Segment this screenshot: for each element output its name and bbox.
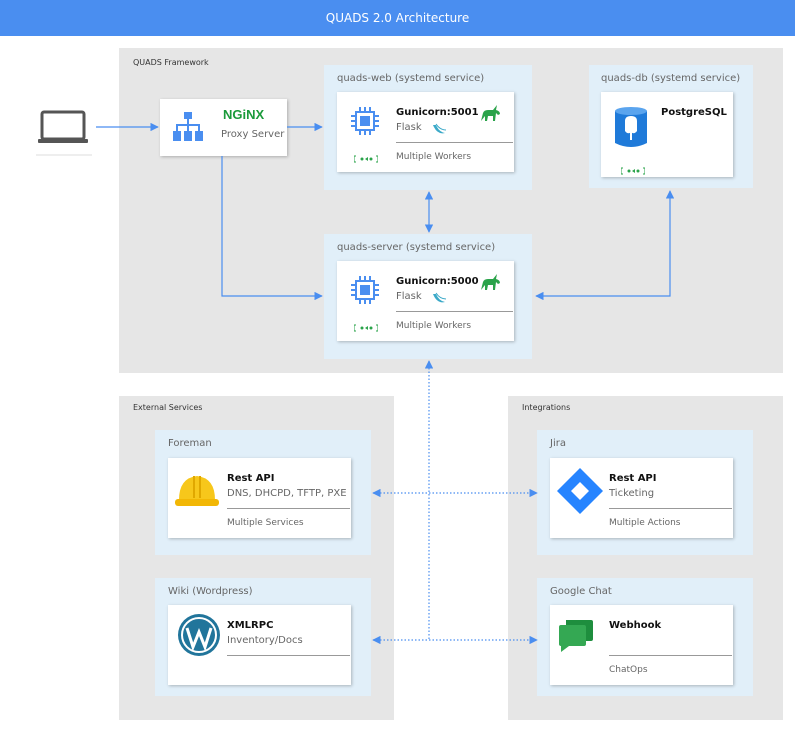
proxy-server-card: NGiNX Proxy Server [160, 99, 287, 156]
network-port-icon [353, 317, 379, 336]
gchat-title: Webhook [609, 620, 662, 631]
gchat-foot: ChatOps [609, 665, 648, 675]
divider [396, 142, 513, 143]
postgresql-card: PostgreSQL [601, 92, 733, 177]
service-label-foreman: Foreman [168, 438, 212, 449]
workers-label-server: Multiple Workers [396, 321, 472, 331]
gunicorn-web-card: Gunicorn:5001 Flask Multiple Workers [337, 92, 514, 172]
nginx-logo: NGiNX [223, 107, 265, 122]
flask-icon [431, 121, 447, 140]
jira-card: Rest API Ticketing Multiple Actions [550, 458, 733, 538]
laptop-icon [34, 100, 94, 156]
divider [609, 508, 732, 509]
proxy-label: Proxy Server [221, 129, 285, 140]
divider [227, 508, 350, 509]
jira-foot: Multiple Actions [609, 518, 681, 528]
gunicorn-server-card: Gunicorn:5000 Flask Multiple Workers [337, 261, 514, 341]
group-label-framework: QUADS Framework [133, 58, 209, 67]
foreman-title: Rest API [227, 473, 275, 484]
jira-sub: Ticketing [609, 488, 655, 499]
foreman-sub: DNS, DHCPD, TFTP, PXE [227, 488, 347, 499]
foreman-foot: Multiple Services [227, 518, 304, 528]
google-chat-icon [558, 619, 594, 657]
divider [396, 311, 513, 312]
postgresql-db-icon [613, 105, 649, 155]
google-chat-card: Webhook ChatOps [550, 605, 733, 685]
network-port-icon [620, 160, 646, 179]
wordpress-icon [177, 613, 221, 661]
service-label-web: quads-web (systemd service) [337, 73, 485, 84]
service-label-jira: Jira [550, 438, 566, 449]
jira-title: Rest API [609, 473, 657, 484]
service-label-gchat: Google Chat [550, 586, 612, 597]
cpu-chip-icon [349, 105, 381, 141]
service-label-wiki: Wiki (Wordpress) [168, 586, 253, 597]
flask-label-server: Flask [396, 291, 422, 302]
gunicorn-server-title: Gunicorn:5000 [396, 276, 479, 287]
wiki-title: XMLRPC [227, 620, 274, 631]
divider [609, 655, 732, 656]
flask-icon [431, 290, 447, 309]
gunicorn-unicorn-icon [478, 272, 502, 296]
foreman-card: Rest API DNS, DHCPD, TFTP, PXE Multiple … [168, 458, 351, 538]
load-balancer-icon [172, 111, 204, 147]
workers-label-web: Multiple Workers [396, 152, 472, 162]
network-port-icon [353, 148, 379, 167]
group-label-external: External Services [133, 403, 203, 412]
service-label-server: quads-server (systemd service) [337, 242, 496, 253]
postgresql-title: PostgreSQL [661, 107, 727, 118]
wiki-sub: Inventory/Docs [227, 635, 303, 646]
jira-icon [556, 467, 604, 519]
flask-label-web: Flask [396, 122, 422, 133]
divider [227, 655, 350, 656]
diagram-title: QUADS 2.0 Architecture [0, 0, 795, 36]
group-label-integrations: Integrations [522, 403, 571, 412]
cpu-chip-icon [349, 274, 381, 310]
service-label-db: quads-db (systemd service) [601, 73, 741, 84]
wiki-card: XMLRPC Inventory/Docs [168, 605, 351, 685]
hard-hat-icon [174, 470, 220, 514]
gunicorn-web-title: Gunicorn:5001 [396, 107, 479, 118]
gunicorn-unicorn-icon [478, 103, 502, 127]
